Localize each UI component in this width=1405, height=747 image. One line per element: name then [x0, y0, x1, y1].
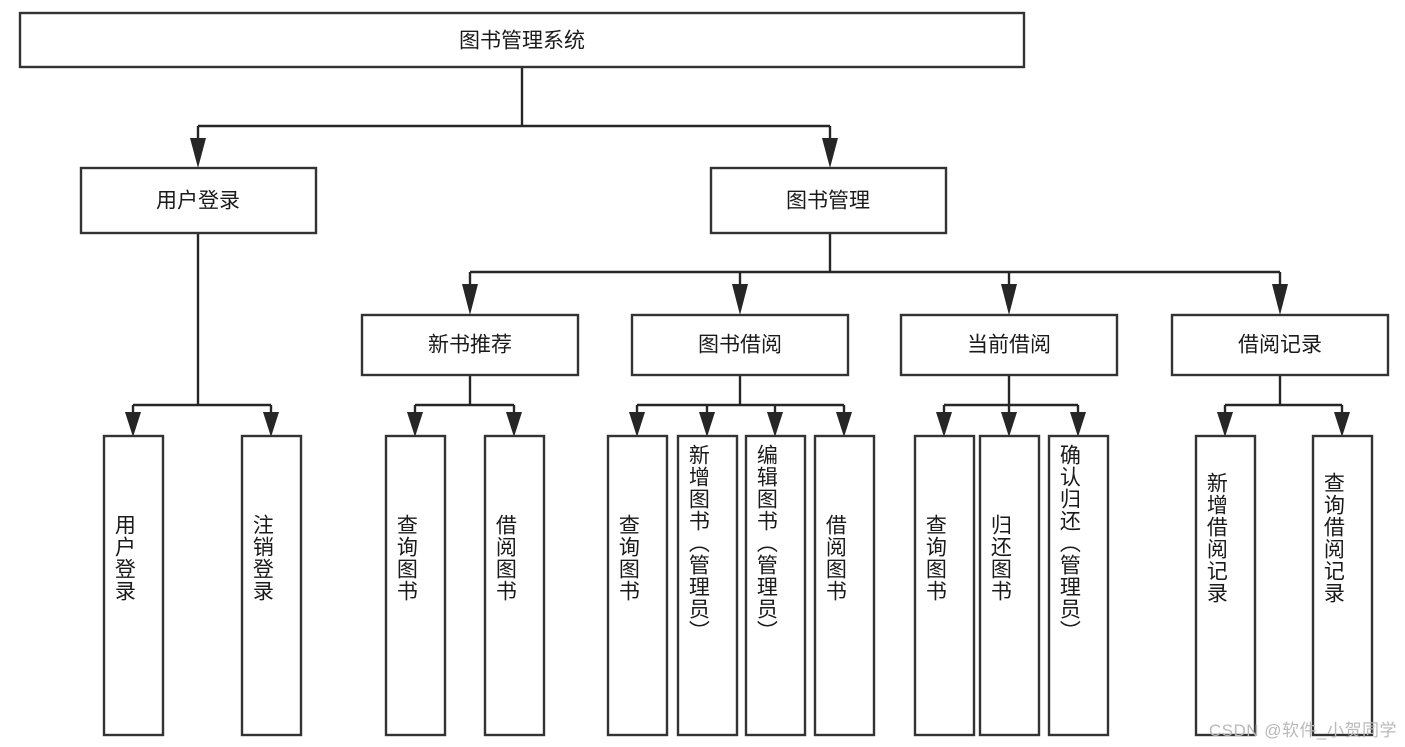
leaf-box-current-borrow-1[interactable] — [978, 434, 1041, 737]
leaf-box-book-borrow-3[interactable] — [813, 434, 876, 737]
node-user-login-label: 用户登录 — [156, 190, 240, 213]
leaf-box-new-book-0[interactable] — [384, 434, 447, 737]
node-user-login[interactable]: 用户登录 — [79, 166, 318, 235]
leaf-box-current-borrow-0[interactable] — [913, 434, 976, 737]
leaf-box-book-borrow-2[interactable] — [744, 434, 807, 737]
node-book-borrow-label: 图书借阅 — [698, 334, 782, 357]
leaf-box-borrow-record-0[interactable] — [1194, 434, 1257, 737]
leaf-box-user-login-1[interactable] — [240, 434, 303, 737]
leaf-box-borrow-record-1[interactable] — [1311, 434, 1374, 737]
node-borrow-record[interactable]: 借阅记录 — [1170, 313, 1390, 377]
connector-root-to-level1 — [190, 67, 838, 168]
leaf-box-new-book-1[interactable] — [483, 434, 546, 737]
node-book-borrow[interactable]: 图书借阅 — [630, 313, 850, 377]
connector-bookborrow-to-leaves — [629, 375, 852, 437]
leaf-box-current-borrow-2[interactable] — [1047, 434, 1110, 737]
leaf-box-user-login-0[interactable] — [102, 434, 165, 737]
node-root-system[interactable]: 图书管理系统 — [18, 11, 1026, 69]
node-book-management[interactable]: 图书管理 — [709, 166, 948, 235]
node-current-borrow[interactable]: 当前借阅 — [899, 313, 1119, 377]
connector-bookmgmt-to-level2 — [462, 233, 1288, 315]
node-current-borrow-label: 当前借阅 — [967, 334, 1051, 357]
node-root-system-label: 图书管理系统 — [459, 30, 585, 53]
node-book-management-label: 图书管理 — [786, 190, 870, 213]
leaf-box-book-borrow-0[interactable] — [606, 434, 669, 737]
connector-borrowrecord-to-leaves — [1217, 375, 1350, 437]
connector-currentborrow-to-leaves — [936, 375, 1086, 437]
node-borrow-record-label: 借阅记录 — [1238, 334, 1322, 357]
connector-userlogin-to-leaves — [125, 233, 279, 437]
node-new-book-recommend-label: 新书推荐 — [428, 334, 512, 357]
node-new-book-recommend[interactable]: 新书推荐 — [360, 313, 580, 377]
leaf-box-book-borrow-1[interactable] — [676, 434, 739, 737]
connector-newbook-to-leaves — [407, 375, 522, 437]
watermark-label: CSDN @软件_小贺同学 — [1208, 721, 1397, 740]
